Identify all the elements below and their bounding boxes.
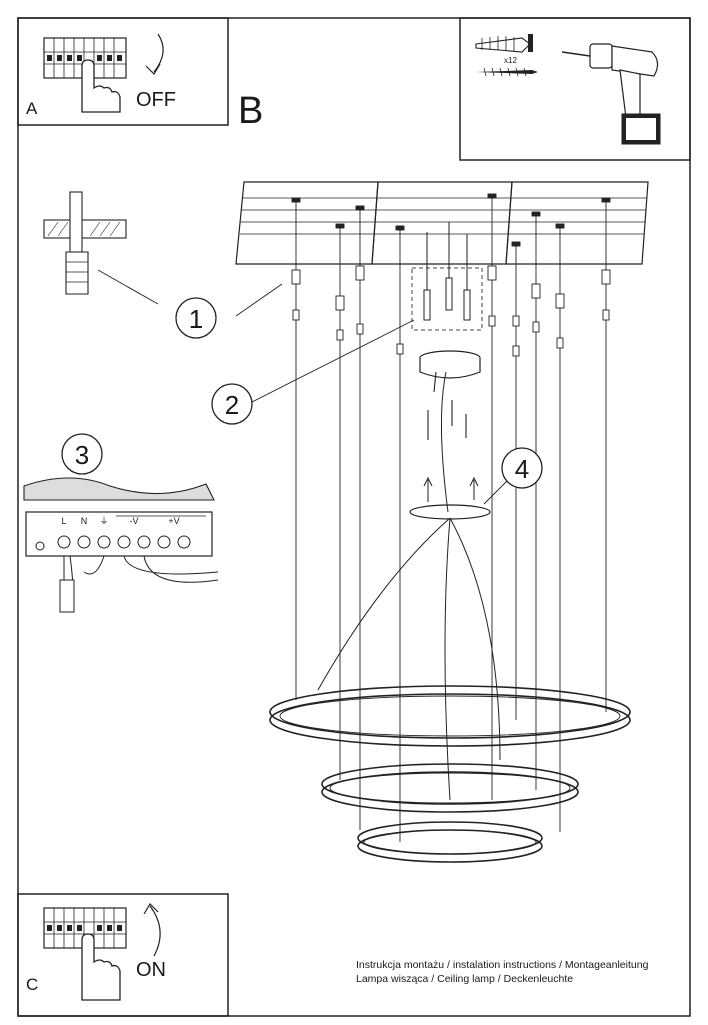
svg-text:N: N (81, 516, 88, 526)
panel-b-letter: B (238, 90, 263, 132)
callout-leaders (97, 269, 509, 505)
callout-1: 1 (175, 297, 217, 339)
outer-frame (17, 17, 691, 1017)
anchor-4 (395, 225, 405, 842)
svg-text:4: 4 (515, 454, 529, 484)
anchor-2 (335, 223, 345, 780)
quantity-label: x12 (504, 56, 517, 65)
svg-text:3: 3 (75, 440, 89, 470)
hand-icon (81, 59, 121, 113)
panel-c: C ON (17, 893, 229, 1017)
anchor-3 (355, 205, 365, 830)
panel-a: A OFF (17, 17, 229, 126)
anchor-5 (487, 193, 497, 800)
panel-a-border (17, 17, 229, 126)
canopy (409, 350, 491, 520)
ring-power-cables (317, 517, 501, 801)
drill-icon (561, 43, 661, 145)
svg-text:2: 2 (225, 390, 239, 420)
callout-3: 3 (61, 433, 103, 475)
footer-line-1: Instrukcja montażu / instalation instruc… (356, 959, 649, 971)
on-label: ON (136, 959, 166, 981)
terminal-block: L N ⏚ -V +V (23, 477, 219, 613)
callout-4: 4 (501, 447, 543, 489)
ceiling-plates (235, 181, 649, 265)
screw-icon (476, 67, 538, 77)
lamp-rings (269, 685, 631, 863)
mounting-screws-group (411, 222, 483, 331)
off-label: OFF (136, 89, 176, 111)
anchor-1 (291, 197, 301, 700)
arrow-down-icon (153, 33, 164, 73)
canopy-cover (409, 504, 491, 520)
svg-text:L: L (61, 516, 66, 526)
suspension-cables (291, 193, 611, 842)
terminal-labels: L N ⏚ -V +V (61, 516, 179, 526)
wall-plug-detail (43, 191, 127, 295)
svg-text:+V: +V (168, 516, 179, 526)
ground-symbol-icon (35, 541, 45, 551)
wall-plug-icon (475, 34, 533, 53)
callout-2: 2 (211, 383, 253, 425)
ring-small (357, 821, 543, 863)
power-cord (440, 371, 449, 513)
anchor-9 (601, 197, 611, 712)
tools-panel: x12 (459, 17, 691, 161)
hand-icon-on (81, 933, 121, 1001)
svg-text:-V: -V (130, 516, 139, 526)
ring-medium (321, 763, 579, 813)
anchor-7 (531, 211, 541, 790)
svg-text:⏚: ⏚ (99, 516, 108, 526)
ring-large (269, 685, 631, 747)
panel-a-letter: A (26, 99, 38, 118)
arrow-up-icon (149, 905, 161, 957)
svg-text:1: 1 (189, 304, 203, 334)
panel-c-letter: C (26, 975, 38, 994)
footer-line-2: Lampa wisząca / Ceiling lamp / Deckenleu… (356, 973, 573, 985)
